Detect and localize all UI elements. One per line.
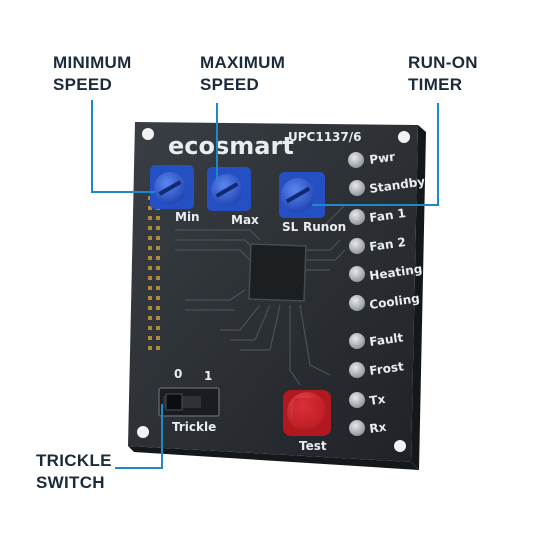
minimum-speed-callout: MINIMUM SPEED — [53, 52, 132, 96]
led-rx — [349, 420, 365, 436]
minimum-speed-line2: SPEED — [53, 75, 113, 94]
pcb-bottom-edge — [128, 446, 419, 470]
led-fan2 — [349, 238, 365, 254]
led-label-cooling: Cooling — [368, 291, 420, 312]
run-on-timer-line1: RUN-ON — [408, 53, 478, 72]
maximum-speed-line2: SPEED — [200, 75, 260, 94]
trickle-switch-callout: TRICKLE SWITCH — [36, 450, 112, 494]
trickle-switch-label: Trickle — [172, 420, 216, 434]
run-on-leader-line — [312, 103, 439, 206]
led-frost — [349, 362, 365, 378]
led-label-fan2: Fan 2 — [368, 235, 406, 254]
run-on-timer-potentiometer[interactable] — [279, 172, 325, 218]
min-speed-potentiometer[interactable] — [150, 165, 194, 209]
trickle-switch-line1: TRICKLE — [36, 451, 112, 470]
pcb-traces — [175, 204, 346, 386]
led-tx — [349, 392, 365, 408]
max-speed-potentiometer[interactable] — [207, 167, 251, 211]
mount-hole — [137, 426, 149, 438]
led-heating — [349, 266, 365, 282]
led-fan1 — [349, 209, 365, 225]
led-label-pwr: Pwr — [368, 150, 396, 167]
led-label-tx: Tx — [368, 392, 386, 408]
model-label: UPC1137/6 — [288, 130, 361, 144]
led-label-frost: Frost — [368, 359, 404, 378]
led-label-fault: Fault — [368, 330, 404, 349]
trickle-switch[interactable] — [158, 387, 220, 417]
mount-hole — [142, 128, 154, 140]
run-on-timer-line2: TIMER — [408, 75, 463, 94]
pot-label-min: Min — [175, 210, 200, 224]
led-label-fan1: Fan 1 — [368, 206, 406, 225]
test-button-label: Test — [299, 439, 327, 453]
maximum-speed-callout: MAXIMUM SPEED — [200, 52, 285, 96]
pot-label-max: Max — [231, 213, 259, 227]
mount-hole — [394, 440, 406, 452]
led-cooling — [349, 295, 365, 311]
led-standby — [349, 180, 365, 196]
test-button[interactable] — [283, 390, 331, 436]
mount-hole — [398, 131, 410, 143]
callout-lines — [91, 100, 439, 469]
run-on-timer-callout: RUN-ON TIMER — [408, 52, 478, 96]
pot-label-sl: SL — [282, 220, 299, 234]
minimum-speed-line1: MINIMUM — [53, 53, 132, 72]
maximum-speed-line1: MAXIMUM — [200, 53, 286, 72]
pot-label-runon: Runon — [303, 220, 346, 234]
switch-position-1: 1 — [204, 369, 212, 383]
led-fault — [349, 333, 365, 349]
trickle-leader-line — [115, 404, 163, 469]
led-pwr — [348, 152, 364, 168]
led-label-rx: Rx — [368, 420, 387, 436]
microcontroller-chip — [248, 243, 307, 302]
min-speed-leader-line — [91, 100, 155, 193]
switch-position-0: 0 — [174, 367, 182, 381]
trickle-switch-line2: SWITCH — [36, 473, 105, 492]
brand-label: ecosmart — [168, 132, 294, 160]
pcb-edge — [411, 125, 426, 470]
